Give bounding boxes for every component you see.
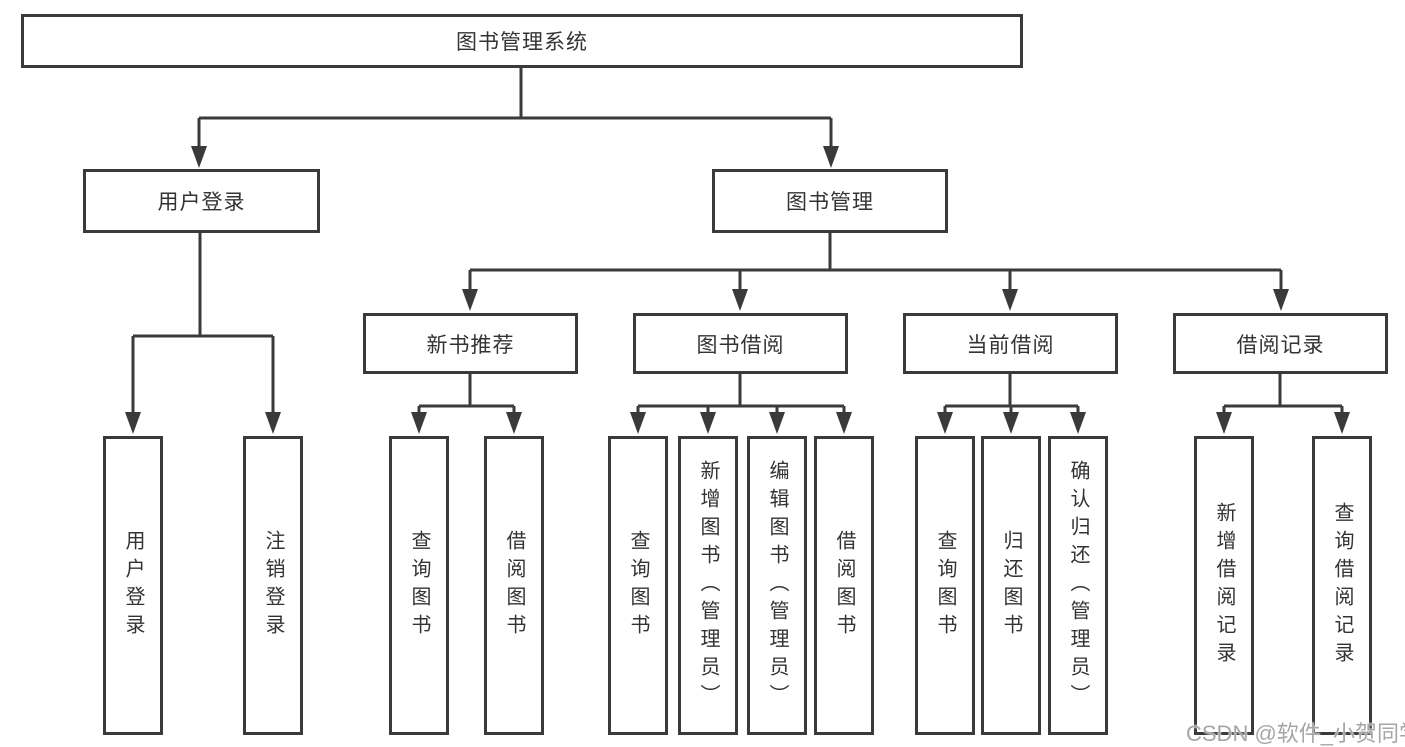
leaf-query-borrow-record: 查询借阅记录 xyxy=(1312,436,1372,735)
node-label: 查询借阅记录 xyxy=(1331,501,1353,670)
node-user-login: 用户登录 xyxy=(83,169,320,233)
node-label: 用户登录 xyxy=(122,529,144,642)
edge-new-book-branch xyxy=(411,374,522,434)
node-current-borrowing: 当前借阅 xyxy=(903,313,1118,374)
leaf-user-login: 用户登录 xyxy=(103,436,163,735)
node-label: 查询图书 xyxy=(934,529,956,642)
leaf-query-books: 查询图书 xyxy=(915,436,975,735)
leaf-add-books-admin: 新增图书（管理员） xyxy=(678,436,738,735)
node-book-management: 图书管理 xyxy=(712,169,948,233)
node-label: 编辑图书（管理员） xyxy=(766,459,788,712)
node-label: 图书管理 xyxy=(786,191,874,214)
node-new-book-recommend: 新书推荐 xyxy=(363,313,578,374)
leaf-borrow-books: 借阅图书 xyxy=(814,436,874,735)
node-label: 新书推荐 xyxy=(426,333,515,357)
leaf-confirm-return-admin: 确认归还（管理员） xyxy=(1048,436,1108,735)
node-label: 注销登录 xyxy=(262,529,284,642)
edge-root-to-level2 xyxy=(191,68,839,168)
leaf-borrow-books: 借阅图书 xyxy=(484,436,544,735)
edge-book-borrowing-branch xyxy=(630,374,852,434)
node-label: 新增借阅记录 xyxy=(1213,501,1235,670)
node-label: 归还图书 xyxy=(1000,529,1022,642)
node-root-system: 图书管理系统 xyxy=(21,14,1023,68)
node-label: 借阅图书 xyxy=(503,529,525,642)
leaf-add-borrow-record: 新增借阅记录 xyxy=(1194,436,1254,735)
node-label: 图书借阅 xyxy=(696,333,785,357)
node-label: 新增图书（管理员） xyxy=(697,459,719,712)
csdn-watermark: CSDN @软件_小贺同学 xyxy=(1186,721,1405,746)
leaf-logout: 注销登录 xyxy=(243,436,303,735)
leaf-return-books: 归还图书 xyxy=(981,436,1041,735)
leaf-query-books: 查询图书 xyxy=(608,436,668,735)
node-label: 查询图书 xyxy=(408,529,430,642)
node-borrowing-records: 借阅记录 xyxy=(1173,313,1388,374)
node-label: 借阅记录 xyxy=(1236,333,1325,357)
edge-borrowing-records-branch xyxy=(1216,374,1350,434)
node-label: 确认归还（管理员） xyxy=(1067,459,1089,712)
node-label: 当前借阅 xyxy=(966,333,1055,357)
node-book-borrowing: 图书借阅 xyxy=(633,313,848,374)
node-label: 用户登录 xyxy=(157,191,246,214)
node-label: 图书管理系统 xyxy=(456,31,588,54)
node-label: 借阅图书 xyxy=(833,529,855,642)
leaf-edit-books-admin: 编辑图书（管理员） xyxy=(747,436,807,735)
edge-current-borrowing-branch xyxy=(937,374,1086,434)
leaf-query-books: 查询图书 xyxy=(389,436,449,735)
edge-user-login-branch xyxy=(125,233,281,434)
node-label: 查询图书 xyxy=(627,529,649,642)
edge-book-management-branch xyxy=(462,233,1289,311)
